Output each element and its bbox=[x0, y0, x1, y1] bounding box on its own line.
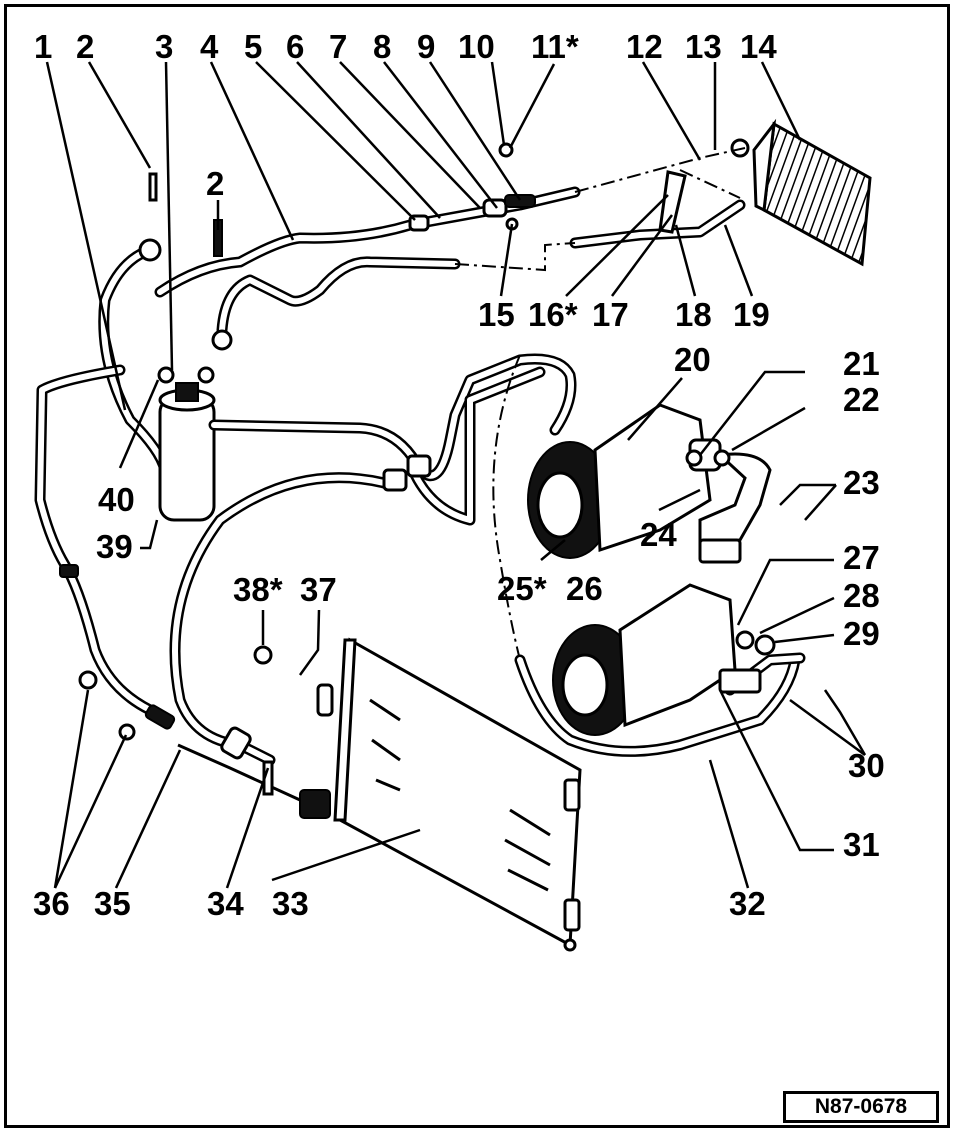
left-hose bbox=[34, 364, 176, 730]
diagram-frame bbox=[4, 4, 950, 1128]
label-28: 28 bbox=[843, 577, 880, 614]
label-15: 15 bbox=[478, 296, 515, 333]
label-11: 11* bbox=[531, 28, 579, 65]
receiver-drier bbox=[148, 172, 223, 522]
label-37: 37 bbox=[300, 571, 337, 608]
label-22: 22 bbox=[843, 381, 880, 418]
label-27: 27 bbox=[843, 539, 880, 576]
compressor-lower bbox=[552, 583, 776, 736]
condenser bbox=[299, 637, 582, 952]
label-4: 4 bbox=[200, 28, 219, 65]
label-1: 1 bbox=[34, 28, 52, 65]
label-29: 29 bbox=[843, 615, 880, 652]
hardware-bits bbox=[78, 645, 301, 802]
label-26: 26 bbox=[566, 570, 603, 607]
label-13: 13 bbox=[685, 28, 722, 65]
label-10: 10 bbox=[458, 28, 495, 65]
label-24: 24 bbox=[640, 516, 677, 553]
label-30: 30 bbox=[848, 747, 885, 784]
label-31: 31 bbox=[843, 826, 880, 863]
label-20: 20 bbox=[674, 341, 711, 378]
label-16: 16* bbox=[528, 296, 578, 333]
label-36: 36 bbox=[33, 885, 70, 922]
label-32: 32 bbox=[729, 885, 766, 922]
label-5: 5 bbox=[244, 28, 262, 65]
label-9: 9 bbox=[417, 28, 435, 65]
label-35: 35 bbox=[94, 885, 131, 922]
label-34: 34 bbox=[207, 885, 244, 922]
label-18: 18 bbox=[675, 296, 712, 333]
leader-lines bbox=[45, 61, 867, 889]
label-40: 40 bbox=[98, 481, 135, 518]
label-2b: 2 bbox=[206, 165, 224, 202]
label-21: 21 bbox=[843, 345, 880, 382]
label-14: 14 bbox=[740, 28, 777, 65]
label-8: 8 bbox=[373, 28, 391, 65]
label-23: 23 bbox=[843, 464, 880, 501]
label-3: 3 bbox=[155, 28, 173, 65]
label-19: 19 bbox=[733, 296, 770, 333]
label-38: 38* bbox=[233, 571, 283, 608]
figure-reference-code: N87-0678 bbox=[783, 1091, 939, 1123]
label-12: 12 bbox=[626, 28, 663, 65]
label-33: 33 bbox=[272, 885, 309, 922]
upper-refrigerant-lines bbox=[98, 142, 746, 476]
middle-lines bbox=[169, 353, 806, 766]
label-6: 6 bbox=[286, 28, 304, 65]
label-39: 39 bbox=[96, 528, 133, 565]
label-25: 25* bbox=[497, 570, 547, 607]
label-7: 7 bbox=[329, 28, 347, 65]
label-2a: 2 bbox=[76, 28, 94, 65]
evaporator bbox=[730, 118, 872, 267]
callout-labels: 1 2 3 4 5 6 7 8 9 10 11* 12 13 14 2 15 1… bbox=[33, 28, 885, 922]
label-17: 17 bbox=[592, 296, 629, 333]
compressor-upper bbox=[527, 403, 772, 564]
